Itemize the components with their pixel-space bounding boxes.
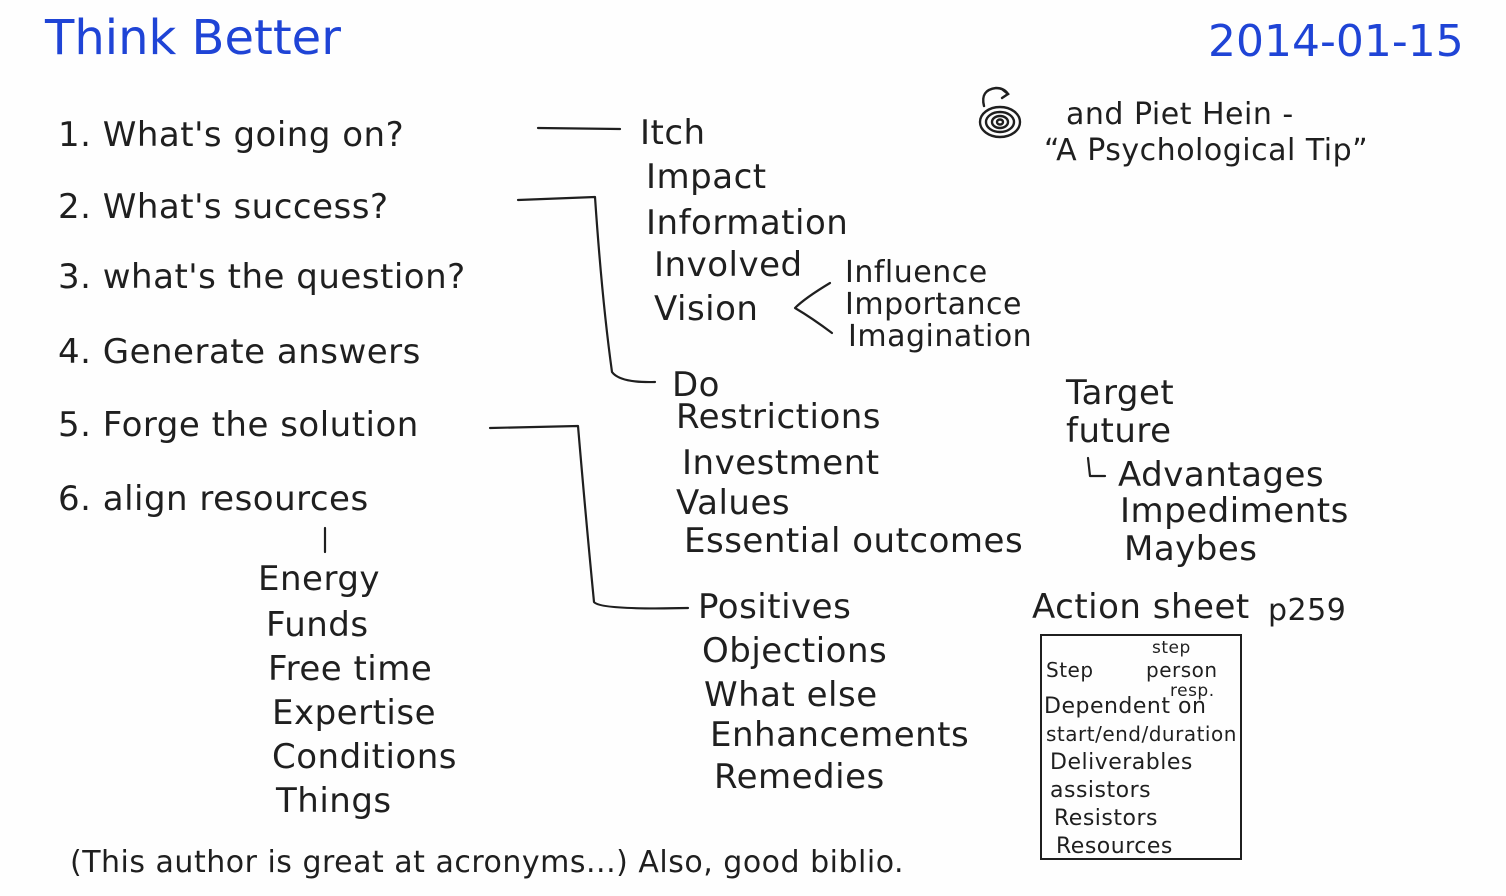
resource-item: Free time: [268, 649, 433, 689]
spiral-doodle-icon: [978, 86, 1022, 139]
going-on-item: Information: [646, 203, 849, 243]
action-sheet-page: p259: [1268, 593, 1347, 628]
action-sheet-row: Resources: [1056, 834, 1173, 859]
step-2: 2. What's success?: [58, 187, 389, 227]
action-sheet-row: assistors: [1050, 778, 1152, 803]
page-date: 2014-01-15: [1208, 16, 1464, 67]
action-sheet-row: start/end/duration: [1046, 722, 1237, 746]
resource-item: Funds: [266, 605, 369, 645]
connector-success: [516, 195, 657, 384]
forge-item: Positives: [698, 587, 852, 627]
step-5: 5. Forge the solution: [58, 405, 419, 445]
vision-item: Importance: [845, 287, 1022, 322]
footer-note: (This author is great at acronyms...) Al…: [70, 845, 905, 880]
action-sheet-col-step: step: [1152, 638, 1191, 658]
action-sheet-box: [1040, 634, 1242, 860]
resource-item: Expertise: [272, 693, 436, 733]
forge-item: Enhancements: [710, 715, 970, 755]
target-future-label: Target future: [1066, 373, 1175, 451]
action-sheet-row: Dependent on: [1044, 694, 1207, 719]
vision-item: Influence: [845, 255, 988, 290]
connector-vision: [793, 281, 834, 335]
success-item: Do: [672, 365, 720, 405]
going-on-item: Involved: [654, 245, 803, 285]
step-3: 3. what's the question?: [58, 257, 466, 297]
forge-item: What else: [704, 675, 878, 715]
step-6: 6. align resources: [58, 479, 369, 519]
resource-item: Things: [276, 781, 392, 821]
action-sheet-col-left: Step: [1046, 658, 1094, 682]
resource-item: Conditions: [272, 737, 457, 777]
connector-forge: [488, 424, 690, 610]
connector-target: [1086, 456, 1107, 478]
aside-line-2: “A Psychological Tip”: [1044, 133, 1369, 168]
going-on-item: Vision: [654, 289, 759, 329]
going-on-item: Itch: [640, 113, 706, 153]
page-title: Think Better: [45, 10, 341, 66]
success-item: Values: [676, 483, 791, 523]
forge-item: Objections: [702, 631, 888, 671]
action-sheet-row: Resistors: [1054, 806, 1158, 831]
going-on-item: Impact: [646, 157, 767, 197]
target-item: Advantages: [1118, 455, 1325, 495]
success-item: Restrictions: [676, 397, 882, 437]
resource-item: Energy: [258, 559, 381, 599]
forge-item: Remedies: [714, 757, 885, 797]
connector-going-on: [536, 126, 622, 131]
step-4: 4. Generate answers: [58, 332, 421, 372]
success-item: Essential outcomes: [684, 521, 1024, 561]
action-sheet-row: Deliverables: [1050, 750, 1193, 775]
action-sheet-col-resp: resp.: [1170, 681, 1215, 701]
step-1: 1. What's going on?: [58, 115, 405, 155]
vision-item: Imagination: [848, 319, 1033, 354]
target-item: Impediments: [1120, 491, 1349, 531]
action-sheet-col-person: person: [1146, 658, 1218, 682]
aside-line-1: and Piet Hein -: [1066, 97, 1294, 132]
action-sheet-title: Action sheet: [1032, 587, 1250, 627]
success-item: Investment: [682, 443, 880, 483]
target-item: Maybes: [1124, 529, 1258, 569]
